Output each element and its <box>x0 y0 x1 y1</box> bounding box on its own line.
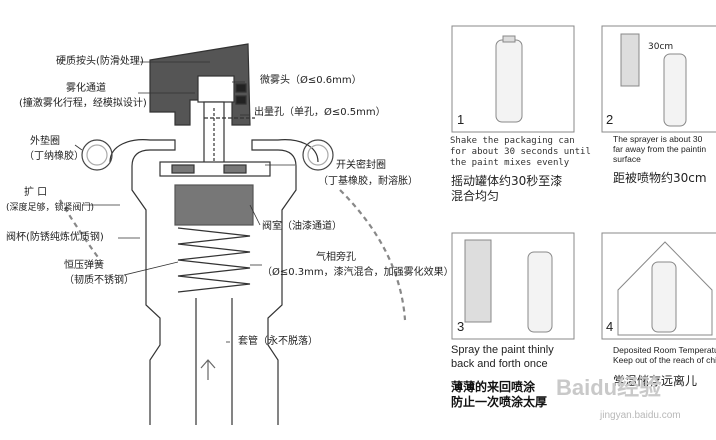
label-vapor-hole-note: （Ø≤0.3mm，漆汽混合，加强雾化效果） <box>262 267 454 278</box>
step-1-zh-line-2: 混合均匀 <box>451 189 500 203</box>
label-spring: 恒压弹簧 <box>64 260 104 271</box>
step-4-en-line-1: Deposited Room Temperatu <box>613 345 716 355</box>
step-3-number: 3 <box>457 319 465 334</box>
label-outer-gasket: 外垫圈 <box>30 136 60 147</box>
step-2-en-line-1: The sprayer is about 30 <box>613 134 703 144</box>
step-1-en-line-2: for about 30 seconds until <box>450 147 591 157</box>
spring <box>177 227 251 293</box>
step-4-panel <box>601 232 716 340</box>
step-3-panel <box>451 232 575 340</box>
step-3-zh-line-2: 防止一次喷涂太厚 <box>451 395 548 409</box>
label-valve-chamber: 阀室（油漆通道） <box>262 221 342 232</box>
valve-chamber <box>174 184 254 226</box>
label-valve-cup: 阀杯(防锈纯炼优质钢) <box>6 232 104 243</box>
step-3-zh-line-1: 薄薄的来回喷涂 <box>451 380 536 394</box>
step-2-en-line-3: surface <box>613 154 641 164</box>
label-expand: 扩 口 <box>24 187 48 198</box>
watermark-brand: Baidu经验 <box>556 375 662 400</box>
label-seal-ring: 开关密封圈 <box>336 160 386 171</box>
step-2-zh-line-1: 距被喷物约30cm <box>613 171 707 185</box>
nozzle-block <box>197 75 235 103</box>
step-1-en-line-1: Shake the packaging can <box>450 136 575 146</box>
label-expand-note: (深度足够，锁紧阀门) <box>6 203 95 213</box>
step-3-en-line-1: Spray the paint thinly <box>451 344 554 356</box>
step-4-zh-line-1: 常温储存远离儿 <box>613 374 698 388</box>
step-4-en-line-2: Keep out of the reach of chilc <box>613 355 716 365</box>
step-1-en-line-3: the paint mixes evenly <box>450 158 570 168</box>
label-dip-tube: 套管（永不脱落） <box>238 336 318 347</box>
step-2-panel <box>601 25 716 133</box>
step-1-panel <box>451 25 575 133</box>
label-micro-nozzle: 微雾头（Ø≤0.6mm） <box>260 75 362 86</box>
step-2-number: 2 <box>606 112 614 127</box>
step-1-zh-line-1: 摇动罐体约30秒至漆 <box>451 174 563 188</box>
step-3-en-line-2: back and forth once <box>451 358 548 370</box>
label-outer-gasket-material: （丁纳橡胶） <box>24 151 84 162</box>
label-outlet-hole: 出量孔（单孔，Ø≤0.5mm） <box>254 107 386 118</box>
dip-tube <box>195 298 233 425</box>
watermark-url: jingyan.baidu.com <box>600 410 681 421</box>
step-4-number: 4 <box>606 319 614 334</box>
step-1-number: 1 <box>457 112 465 127</box>
step-2-distance-inset: 30cm <box>648 42 674 52</box>
label-vapor-hole: 气相旁孔 <box>316 252 356 263</box>
mounting-cup <box>109 139 319 425</box>
label-hard-cap: 硬质按头(防滑处理) <box>56 56 144 67</box>
label-spring-material: （韧质不锈钢） <box>64 275 134 286</box>
label-atomizing-channel: 雾化通道 <box>66 83 106 94</box>
label-atomizing-channel-note: (撞激雾化行程，经模拟设计) <box>19 98 147 109</box>
label-seal-ring-material: （丁基橡胶，耐溶胀） <box>318 176 418 187</box>
step-2-en-line-2: far away from the paintin <box>613 144 707 154</box>
